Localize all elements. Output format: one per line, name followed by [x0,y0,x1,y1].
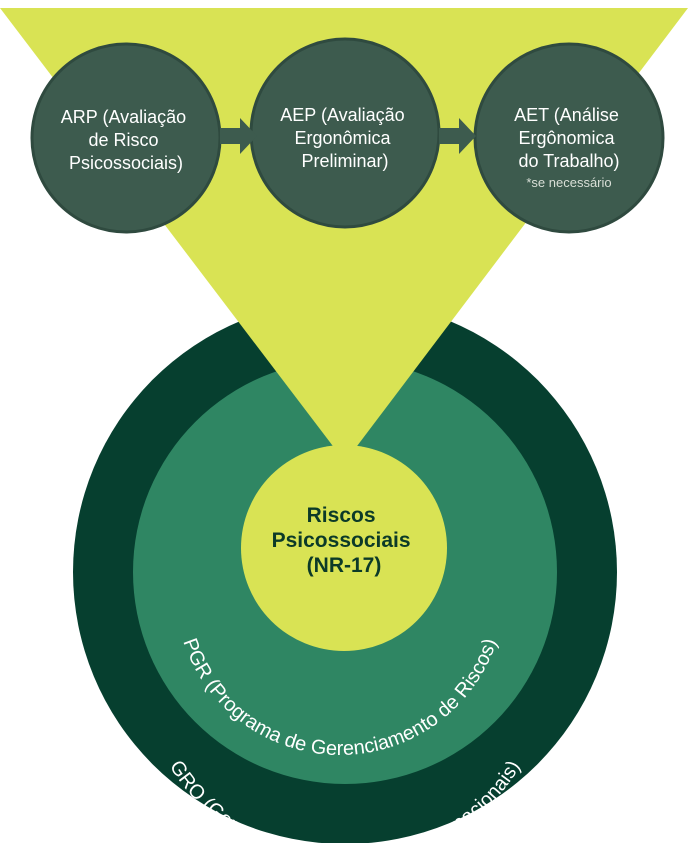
step-3-note: *se necessário [526,175,611,190]
step-3-line-3: do Trabalho) [518,151,619,171]
step-3: AET (Análise Ergônomica do Trabalho) *se… [473,42,665,234]
step-1-line-2: de Risco [88,130,158,150]
svg-text:ARP (Avaliação de Risco: ARP (Avaliação de Risco Psicossociais) [61,107,191,173]
step-2-line-1: AEP (Avaliação [280,105,404,125]
step-1-line-1: ARP (Avaliação [61,107,186,127]
arrow-right-icon [439,118,476,154]
svg-text:Riscos Psicossociais (: Riscos Psicossociais (NR-17) [272,504,417,577]
step-3-line-1: AET (Análise [514,105,619,125]
step-2-line-3: Preliminar) [301,151,388,171]
center-line-1: Riscos [307,504,376,527]
center-line-3: (NR-17) [307,554,382,577]
step-1-line-3: Psicossociais) [69,153,183,173]
center-circle [241,445,447,651]
arrow-right-icon [220,118,257,154]
step-2: AEP (Avaliação Ergonômica Preliminar) [249,37,441,229]
step-1: ARP (Avaliação de Risco Psicossociais) [30,42,222,234]
svg-text:AET (Análise Ergônomica: AET (Análise Ergônomica do Trabalho) [514,105,624,171]
step-2-line-2: Ergonômica [294,128,391,148]
step-3-circle [473,42,665,234]
svg-text:AEP (Avaliação Ergonômic: AEP (Avaliação Ergonômica Preliminar) [280,105,409,171]
center-line-2: Psicossociais [272,529,411,552]
step-3-line-2: Ergônomica [518,128,615,148]
